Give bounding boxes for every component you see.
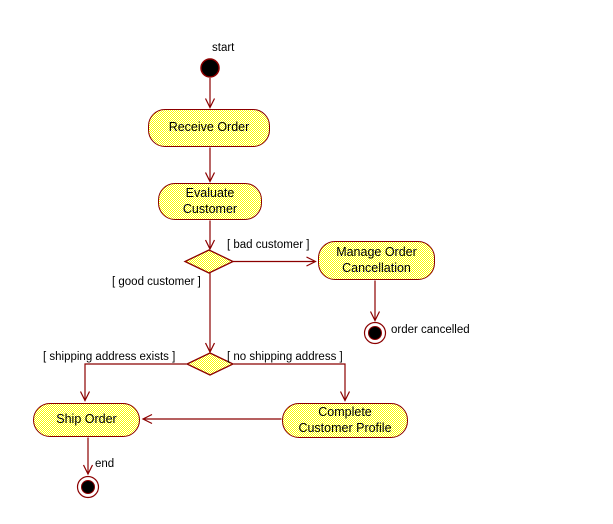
guard-shipping-address-exists: [ shipping address exists ]	[43, 351, 176, 363]
initial-node[interactable]	[200, 58, 220, 78]
final-node-order-cancelled[interactable]	[363, 321, 387, 345]
guard-good-customer: [ good customer ]	[112, 276, 201, 288]
edge-shipping-address-exists[interactable]	[79, 363, 187, 402]
edge-evaluate-customer-to-decision[interactable]	[204, 220, 216, 251]
final-node-end[interactable]	[76, 475, 100, 499]
activity-label: Manage Order Cancellation	[336, 245, 417, 275]
activity-label: Evaluate Customer	[182, 186, 238, 216]
activity-manage-order-cancellation[interactable]: Manage Order Cancellation	[318, 241, 435, 280]
activity-label: Ship Order	[56, 412, 117, 427]
edge-receive-order-to-evaluate-customer[interactable]	[204, 147, 216, 183]
edge-no-shipping-address[interactable]	[233, 363, 351, 402]
end-node-label: end	[95, 458, 115, 470]
activity-label: Receive Order	[168, 120, 250, 135]
edge-complete-profile-to-ship-order[interactable]	[141, 413, 282, 425]
activity-receive-order[interactable]: Receive Order	[148, 109, 270, 147]
edge-ship-order-to-end[interactable]	[82, 437, 94, 476]
edge-bad-customer[interactable]	[233, 256, 317, 267]
guard-bad-customer: [ bad customer ]	[227, 239, 310, 251]
arrowhead-icon	[204, 342, 216, 354]
arrowhead-icon	[339, 391, 351, 402]
decision-customer-diamond[interactable]	[183, 249, 235, 274]
guard-no-shipping-address: [ no shipping address ]	[227, 351, 343, 363]
activity-ship-order[interactable]: Ship Order	[33, 403, 140, 437]
arrowhead-icon	[82, 464, 94, 476]
order-cancelled-label: order cancelled	[391, 324, 470, 336]
arrowhead-icon	[204, 172, 216, 183]
arrowhead-icon	[369, 311, 381, 322]
arrowhead-icon	[306, 256, 317, 267]
start-node-label: start	[212, 42, 235, 54]
activity-label: Complete Customer Profile	[298, 405, 392, 435]
edge-good-customer[interactable]	[204, 273, 216, 354]
edge-manage-to-order-cancelled[interactable]	[369, 280, 381, 322]
activity-evaluate-customer[interactable]: Evaluate Customer	[158, 183, 262, 220]
activity-complete-customer-profile[interactable]: Complete Customer Profile	[282, 403, 408, 438]
decision-shipping-diamond[interactable]	[185, 352, 235, 376]
edge-start-to-receive-order[interactable]	[204, 78, 216, 109]
arrowhead-icon	[141, 413, 153, 425]
arrowhead-icon	[204, 239, 216, 251]
arrowhead-icon	[79, 391, 91, 402]
arrowhead-icon	[204, 98, 216, 109]
